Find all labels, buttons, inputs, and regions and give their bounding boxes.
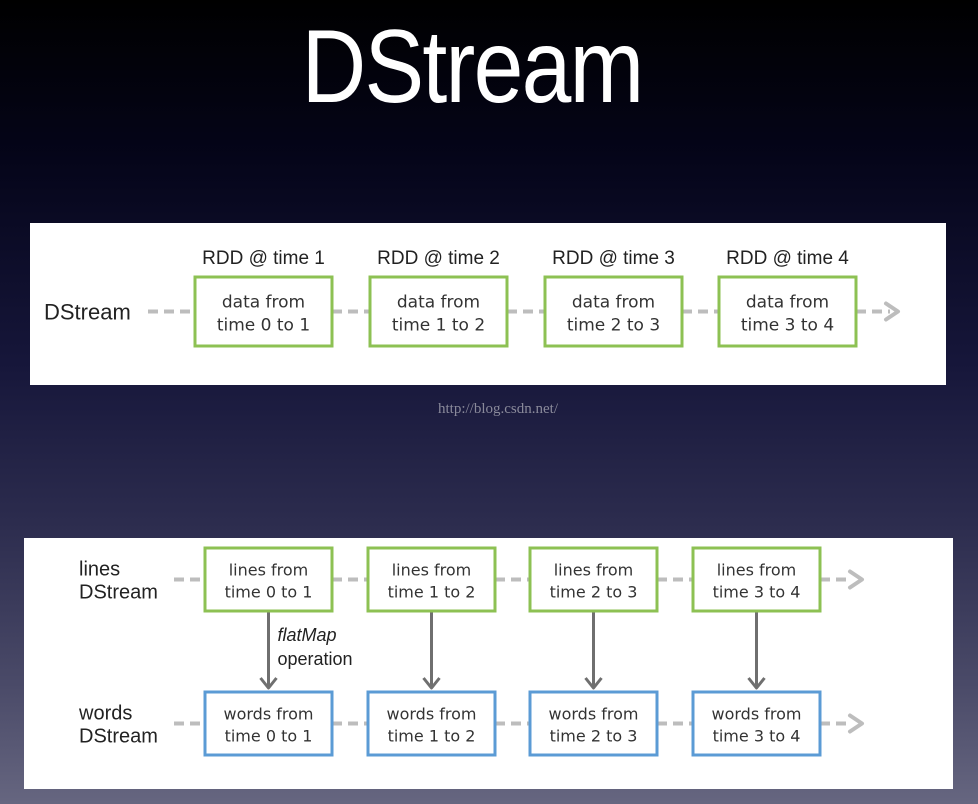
rdd-box-2-line1: data from bbox=[397, 293, 480, 313]
operation-label-2: operation bbox=[278, 649, 353, 669]
lines-dstream-label-1: lines bbox=[79, 559, 120, 581]
words-box-4 bbox=[691, 690, 822, 757]
words-box-1-line2: time 0 to 1 bbox=[225, 727, 313, 746]
lines-box-2-line1: lines from bbox=[392, 561, 472, 580]
watermark: http://blog.csdn.net/ bbox=[438, 401, 558, 417]
words-box-3-line2: time 2 to 3 bbox=[550, 727, 638, 746]
words-box-2-line2: time 1 to 2 bbox=[388, 727, 476, 746]
words-box-2 bbox=[366, 690, 497, 757]
words-dstream-label-2: DStream bbox=[79, 726, 158, 748]
rdd-box-4 bbox=[717, 275, 858, 348]
rdd-box-1-line1: data from bbox=[222, 293, 305, 313]
rdd-box-3-line1: data from bbox=[572, 293, 655, 313]
arrow-down-icon-4 bbox=[747, 677, 766, 690]
lines-continue-arrow-icon bbox=[848, 569, 864, 590]
dstream-rdd-diagram-svg: DStream RDD @ time 1 data from time 0 to 1 R… bbox=[44, 248, 900, 348]
lines-box-3-line2: time 2 to 3 bbox=[550, 583, 638, 602]
dstream-rdd-diagram: DStream RDD @ time 1 data from time 0 to 1 R… bbox=[30, 223, 946, 385]
lines-box-3 bbox=[528, 546, 659, 613]
rdd-box-4-line2: time 3 to 4 bbox=[741, 316, 834, 336]
rdd-box-1 bbox=[193, 275, 334, 348]
arrow-down-icon-2 bbox=[422, 677, 441, 690]
slide-title: DStream bbox=[301, 9, 645, 125]
lines-box-2 bbox=[366, 546, 497, 613]
words-dstream-label-1: words bbox=[78, 703, 132, 725]
arrow-down-icon-3 bbox=[584, 677, 603, 690]
operation-label-1: flatMap bbox=[278, 625, 337, 645]
rdd-box-3 bbox=[543, 275, 684, 348]
rdd-box-2 bbox=[368, 275, 509, 348]
lines-box-2-line2: time 1 to 2 bbox=[388, 583, 476, 602]
rdd-header-2: RDD @ time 2 bbox=[377, 248, 500, 269]
words-continue-arrow-icon bbox=[848, 713, 864, 734]
lines-box-1 bbox=[203, 546, 334, 613]
lines-box-4-line1: lines from bbox=[717, 561, 797, 580]
words-box-1 bbox=[203, 690, 334, 757]
arrow-down-icon-1 bbox=[259, 677, 278, 690]
rdd-box-1-line2: time 0 to 1 bbox=[217, 316, 310, 336]
lines-dstream-label-2: DStream bbox=[79, 582, 158, 604]
rdd-header-3: RDD @ time 3 bbox=[552, 248, 675, 269]
words-box-4-line1: words from bbox=[712, 705, 802, 724]
rdd-header-4: RDD @ time 4 bbox=[726, 248, 849, 269]
stream-continue-arrow-icon bbox=[884, 301, 900, 322]
dstream-label: DStream bbox=[44, 300, 131, 325]
words-box-3-line1: words from bbox=[549, 705, 639, 724]
rdd-box-3-line2: time 2 to 3 bbox=[567, 316, 660, 336]
words-box-3 bbox=[528, 690, 659, 757]
rdd-box-2-line2: time 1 to 2 bbox=[392, 316, 485, 336]
words-box-1-line1: words from bbox=[224, 705, 314, 724]
lines-box-4 bbox=[691, 546, 822, 613]
rdd-header-1: RDD @ time 1 bbox=[202, 248, 325, 269]
rdd-box-4-line1: data from bbox=[746, 293, 829, 313]
words-box-2-line1: words from bbox=[387, 705, 477, 724]
lines-box-4-line2: time 3 to 4 bbox=[713, 583, 801, 602]
lines-box-1-line2: time 0 to 1 bbox=[225, 583, 313, 602]
lines-box-1-line1: lines from bbox=[229, 561, 309, 580]
words-box-4-line2: time 3 to 4 bbox=[713, 727, 801, 746]
lines-box-3-line1: lines from bbox=[554, 561, 634, 580]
flatmap-diagram-svg: linesDStreamwordsDStreamflatMapoperation… bbox=[78, 546, 864, 757]
